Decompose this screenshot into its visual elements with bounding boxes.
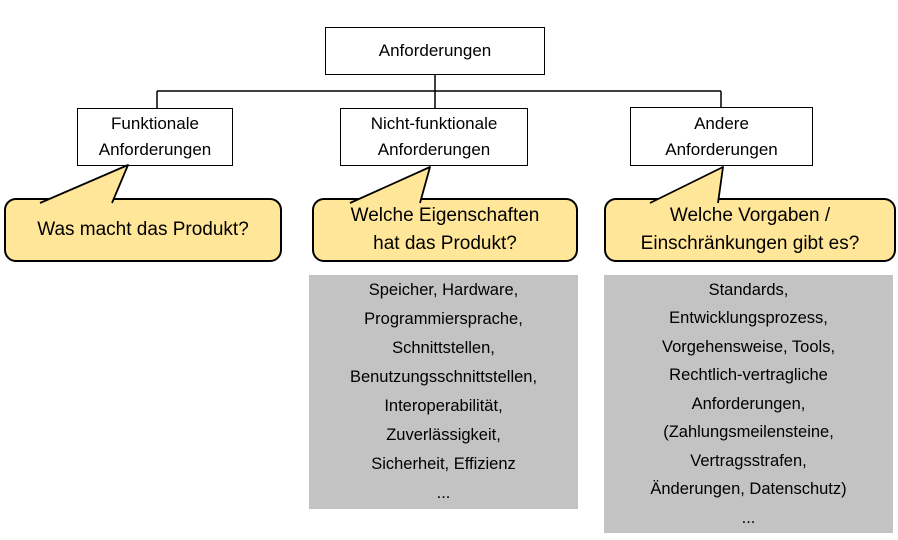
text-line: Nicht-funktionale	[370, 114, 498, 133]
text-line: Andere	[694, 113, 749, 133]
text-line: Was macht das Produkt?	[37, 219, 249, 240]
text-line: Rechtlich-vertragliche	[669, 366, 828, 385]
text-line: ...	[436, 484, 451, 502]
text-line: Vertragsstrafen,	[690, 451, 807, 470]
callout-tail-andere	[649, 166, 724, 204]
details-nicht-funktionale-anforderungen: Speicher, Hardware, Programmiersprache, Sc…	[309, 275, 578, 509]
text-line: Entwicklungsprozess,	[669, 309, 828, 328]
text-line: Benutzungsschnittstellen,	[349, 368, 538, 386]
text-line: Funktionale	[111, 114, 199, 133]
text-line: Speicher, Hardware,	[368, 281, 519, 299]
text-line: Schnittstellen,	[392, 339, 495, 357]
node-anforderungen-label: Anforderungen	[378, 41, 492, 60]
text-line: (Zahlungsmeilensteine,	[663, 423, 834, 442]
callout-text-funktionale: Was macht das Produkt?	[5, 199, 281, 261]
text-line: Einschränkungen gibt es?	[640, 233, 860, 254]
text-line: Vorgehensweise, Tools,	[661, 337, 836, 356]
callout-text-andere: Welche Vorgaben / Einschränkungen gibt es…	[605, 199, 895, 261]
details-andere-anforderungen: Standards, Entwicklungsprozess, Vorgehensw…	[604, 275, 893, 533]
text-line: Anforderungen,	[691, 394, 806, 413]
text-line: Programmiersprache,	[364, 310, 523, 328]
callout-text-nicht-funktionale: Welche Eigenschaften hat das Produkt?	[313, 199, 577, 261]
text-line: Anforderungen	[98, 140, 212, 159]
text-line: hat das Produkt?	[373, 233, 517, 254]
callout-tail-funktionale	[39, 164, 129, 204]
text-line: ...	[741, 508, 756, 527]
callout-tail-nicht-funktionale	[349, 166, 431, 204]
tree-connector-lines	[156, 75, 722, 108]
text-line: Zuverlässigkeit,	[386, 426, 501, 444]
text-line: Welche Eigenschaften	[350, 205, 540, 226]
text-line: Anforderungen	[377, 140, 491, 159]
text-line: Interoperabilität,	[384, 397, 503, 415]
text-line: Sicherheit, Effizienz	[371, 455, 516, 473]
text-line: Anforderungen	[665, 139, 778, 159]
text-line: Welche Vorgaben /	[669, 205, 831, 226]
text-line: Änderungen, Datenschutz)	[650, 480, 847, 499]
text-line: Standards,	[708, 280, 789, 299]
node-anforderungen: Anforderungen	[325, 27, 545, 75]
